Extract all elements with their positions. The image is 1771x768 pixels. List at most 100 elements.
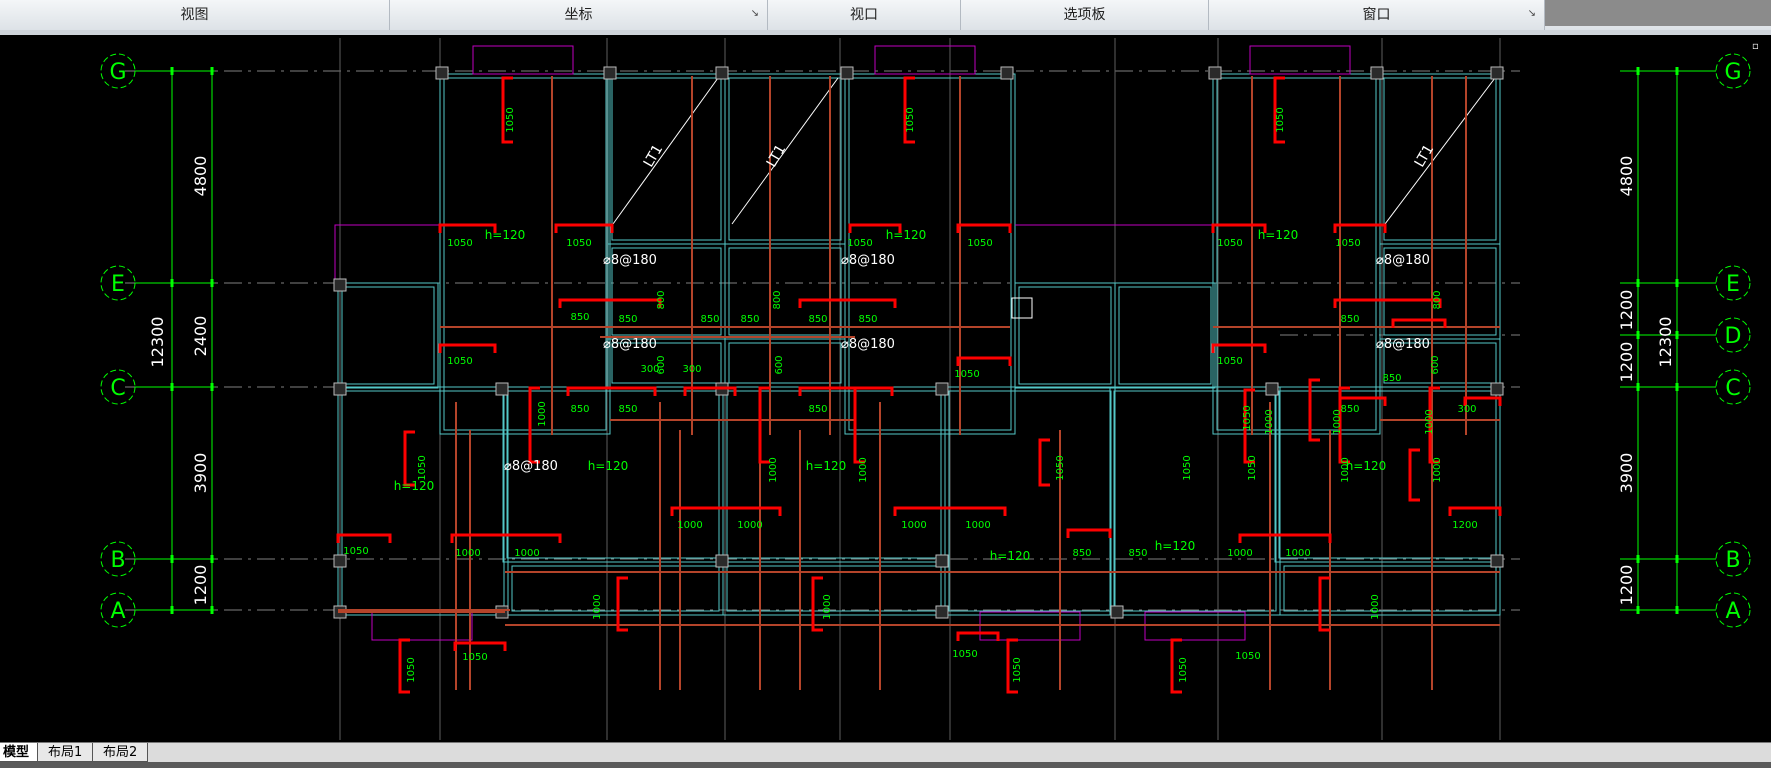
tab-layout2[interactable]: 布局2	[92, 743, 149, 762]
column-mark	[1265, 382, 1279, 396]
layout-tab-bar: 模型 布局1 布局2	[0, 742, 1771, 763]
bar-length-label: 1000	[737, 520, 762, 531]
panel-expander-icon[interactable]: ↘	[1527, 8, 1536, 19]
dim-text-right: 1200	[1617, 342, 1636, 383]
bar-length-label: 1050	[954, 369, 979, 380]
axis-bubble-right	[1715, 541, 1751, 577]
bar-length-label: 1050	[406, 657, 417, 682]
room-outline	[1379, 73, 1501, 245]
main-rebar	[450, 533, 562, 543]
slab-thickness-label: h=120	[1346, 459, 1387, 473]
slab-thickness-label: h=120	[485, 228, 526, 242]
axis-bubble-right	[1715, 369, 1751, 405]
stair-label: LT1	[641, 142, 667, 170]
room-outline	[722, 386, 946, 563]
ribbon-panel-viewport[interactable]: 视口	[768, 0, 961, 30]
column-mark	[495, 382, 509, 396]
column-mark	[715, 66, 729, 80]
main-rebar	[1463, 396, 1502, 406]
main-rebar	[336, 533, 392, 543]
bar-length-label: 1000	[592, 594, 603, 619]
bar-length-label: 1000	[1370, 594, 1381, 619]
dim-text-left-total: 12300	[148, 317, 167, 368]
room-outline	[1113, 390, 1277, 612]
dim-text-left: 1200	[191, 565, 210, 606]
slab-thickness-label: h=120	[990, 549, 1031, 563]
bar-length-label: 1000	[1227, 548, 1252, 559]
axis-label-right: E	[1726, 272, 1740, 297]
bar-length-label: 850	[740, 314, 759, 325]
main-rebar	[1211, 223, 1267, 233]
balcony-outline	[1249, 45, 1351, 75]
room-outline	[337, 282, 439, 389]
room-outline	[511, 565, 720, 612]
tab-layout1[interactable]: 布局1	[37, 743, 94, 762]
main-rebar	[848, 223, 902, 233]
dim-text-right: 3900	[1617, 453, 1636, 494]
axis-bubble-right	[1715, 53, 1751, 89]
drawing-canvas[interactable]: GECBA123004800240039001200GEDCBA12300480…	[0, 35, 1771, 742]
tab-model[interactable]: 模型	[0, 743, 41, 762]
annotation-layer: GECBA123004800240039001200GEDCBA12300480…	[109, 60, 1741, 683]
dim-text-right: 4800	[1617, 156, 1636, 197]
main-rebar	[558, 298, 662, 308]
bar-length-label: 1050	[417, 455, 428, 480]
bar-length-label: 600	[1430, 355, 1441, 374]
balcony-outline	[334, 224, 440, 283]
bar-length-label: 300	[1457, 404, 1476, 415]
bar-length-label: 1000	[1340, 457, 1351, 482]
dim-text-right: 1200	[1617, 290, 1636, 331]
stair-label: LT1	[764, 142, 790, 170]
slab-thickness-label: h=120	[886, 228, 927, 242]
room-outline	[341, 390, 505, 612]
main-rebar	[811, 576, 823, 632]
bar-length-label: 800	[656, 290, 667, 309]
ribbon-panel-palettes[interactable]: 选项板	[961, 0, 1209, 30]
column-mark	[935, 554, 949, 568]
room-outline	[611, 342, 722, 384]
main-rebar	[403, 430, 415, 487]
bar-length-label: 850	[1128, 548, 1147, 559]
rebar-spacing-note: ⌀8@180	[841, 337, 895, 352]
column-mark	[840, 66, 854, 80]
bar-length-label: 1050	[952, 649, 977, 660]
selection-cursor-box	[1011, 297, 1033, 319]
axis-label-right: G	[1724, 60, 1741, 85]
room-outline	[728, 342, 842, 384]
bar-length-label: 1050	[1217, 356, 1242, 367]
bar-length-label: 1200	[1452, 520, 1477, 531]
slab-thickness-label: h=120	[1155, 539, 1196, 553]
rebar-spacing-note: ⌀8@180	[1376, 337, 1430, 352]
panel-expander-icon[interactable]: ↘	[750, 8, 759, 19]
bar-length-label: 850	[570, 404, 589, 415]
bar-length-label: 850	[1382, 373, 1401, 384]
main-rebar	[798, 298, 897, 308]
structure-layer	[333, 45, 1504, 641]
main-rebar	[1391, 318, 1447, 328]
room-outline	[944, 386, 1116, 616]
ribbon-panel-window[interactable]: 窗口↘	[1209, 0, 1545, 30]
ribbon-panel-ucs[interactable]: 坐标↘	[390, 0, 768, 30]
bar-length-label: 300	[682, 364, 701, 375]
bar-length-label: 1050	[447, 356, 472, 367]
slab-thickness-label: h=120	[394, 479, 435, 493]
main-rebar	[1308, 378, 1320, 442]
bar-length-label: 1050	[1235, 651, 1260, 662]
axis-bubble-right	[1715, 265, 1751, 301]
rebar-spacing-note: ⌀8@180	[603, 253, 657, 268]
bar-length-label: 300	[640, 364, 659, 375]
status-strip	[0, 762, 1771, 768]
restore-viewport-icon[interactable]: ▫	[1752, 41, 1759, 52]
main-rebar	[1333, 223, 1387, 233]
bar-length-label: 1050	[566, 238, 591, 249]
axis-bubble-right	[1715, 317, 1751, 353]
bar-length-label: 850	[808, 404, 827, 415]
bar-length-label: 1050	[1217, 238, 1242, 249]
bar-length-label: 1000	[455, 548, 480, 559]
column-mark	[715, 554, 729, 568]
ribbon-panel-view[interactable]: 视图	[0, 0, 390, 30]
column-mark	[935, 382, 949, 396]
room-outline	[1018, 286, 1112, 385]
main-rebar	[1211, 343, 1267, 353]
axis-label-right: C	[1725, 376, 1740, 401]
